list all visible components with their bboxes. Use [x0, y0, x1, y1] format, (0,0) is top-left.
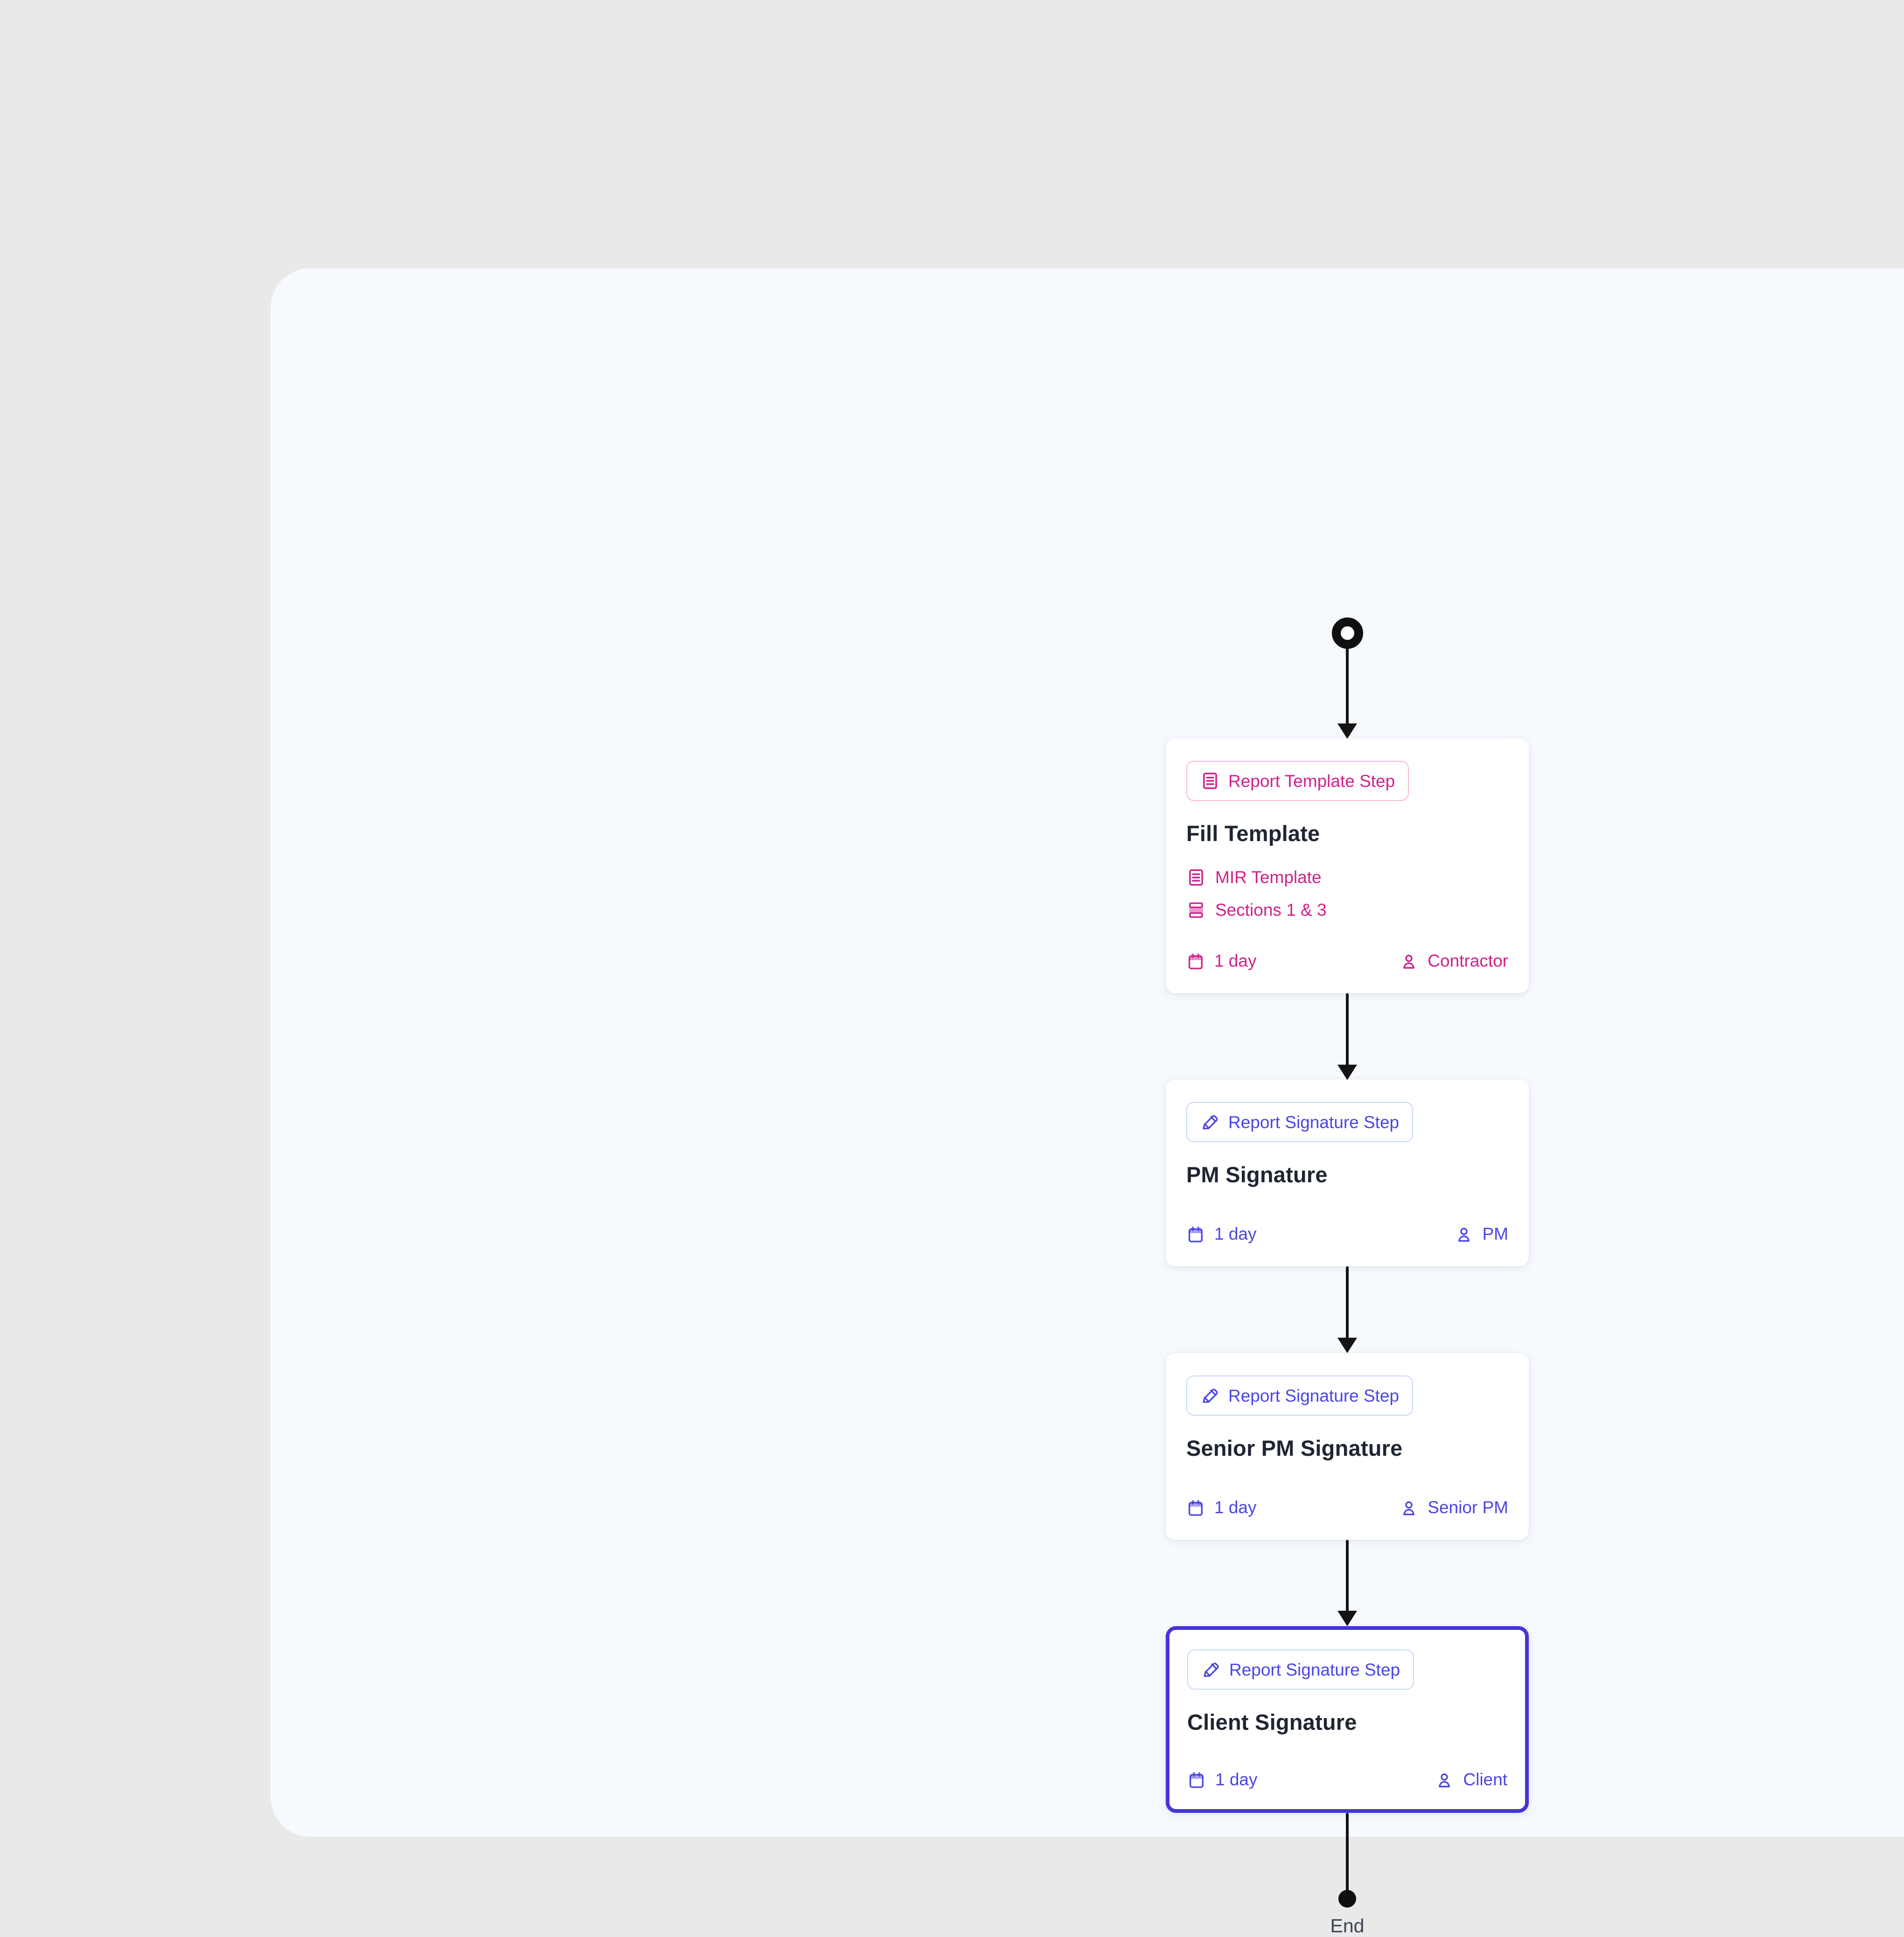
step-type-badge: Report Signature Step [1187, 1649, 1414, 1690]
step-title: Fill Template [1186, 821, 1320, 846]
arrowhead-icon [1337, 1611, 1357, 1626]
duration-meta: 1 day [1186, 1498, 1257, 1517]
step-card-client-signature[interactable]: Report Signature Step Client Signature 1… [1166, 1626, 1529, 1813]
calendar-icon [1190, 1772, 1204, 1788]
user-icon [1403, 1501, 1415, 1515]
step-meta-list: MIR Template Sections 1 & 3 [1186, 868, 1508, 920]
assignee-meta: Senior PM [1400, 1498, 1508, 1517]
duration-label: 1 day [1214, 1224, 1257, 1244]
duration-label: 1 day [1214, 951, 1257, 971]
assignee-label: PM [1482, 1224, 1509, 1244]
step-type-badge: Report Signature Step [1186, 1102, 1414, 1142]
sections-meta-label: Sections 1 & 3 [1215, 900, 1327, 919]
edge-pm-signature-to-senior-pm [1346, 1266, 1349, 1339]
flow-layer: Report Template Step Fill Template MIR T… [271, 268, 1904, 1937]
step-card-senior-pm-signature[interactable]: Report Signature Step Senior PM Signatur… [1166, 1353, 1529, 1540]
duration-meta: 1 day [1187, 1770, 1258, 1790]
edge-fill-template-to-pm-signature [1346, 993, 1349, 1066]
calendar-icon [1189, 1500, 1203, 1516]
step-type-label: Report Signature Step [1228, 1112, 1400, 1132]
edge-start-to-fill-template [1346, 647, 1349, 725]
sections-meta: Sections 1 & 3 [1186, 900, 1508, 920]
step-type-label: Report Signature Step [1228, 1386, 1400, 1405]
workflow-editor-screen: { "theme": { "outer_background": "#e9e9e… [271, 268, 1904, 1937]
user-icon [1439, 1773, 1450, 1787]
arrowhead-icon [1337, 723, 1357, 739]
assignee-label: Senior PM [1428, 1498, 1508, 1517]
template-meta: MIR Template [1186, 868, 1508, 887]
end-node-icon [1338, 1890, 1356, 1908]
step-title: PM Signature [1186, 1162, 1328, 1187]
step-footer: 1 day Senior PM [1186, 1480, 1508, 1517]
user-icon [1458, 1228, 1470, 1242]
arrowhead-icon [1337, 1065, 1357, 1080]
start-node-icon [1332, 618, 1363, 649]
calendar-icon [1189, 1226, 1203, 1242]
edge-client-signature-to-end [1346, 1813, 1349, 1893]
step-type-label: Report Signature Step [1229, 1660, 1400, 1679]
calendar-icon [1189, 953, 1203, 969]
template-meta-label: MIR Template [1215, 867, 1322, 887]
assignee-label: Client [1463, 1770, 1507, 1790]
signature-pen-icon [1204, 1663, 1219, 1677]
step-footer: 1 day PM [1186, 1206, 1508, 1244]
edge-senior-pm-to-client-signature [1346, 1540, 1349, 1612]
template-document-icon [1189, 869, 1203, 886]
duration-meta: 1 day [1186, 1225, 1257, 1244]
workflow-canvas[interactable]: Report Template Step Fill Template MIR T… [271, 268, 1904, 1937]
duration-meta: 1 day [1186, 952, 1257, 971]
duration-label: 1 day [1215, 1770, 1258, 1790]
assignee-label: Contractor [1428, 951, 1508, 971]
signature-pen-icon [1203, 1115, 1218, 1130]
step-title: Senior PM Signature [1186, 1436, 1403, 1460]
arrowhead-icon [1337, 1338, 1357, 1353]
duration-label: 1 day [1214, 1498, 1257, 1517]
assignee-meta: Client [1435, 1770, 1507, 1790]
end-node-label: End [1330, 1915, 1365, 1937]
step-type-badge: Report Signature Step [1186, 1376, 1414, 1416]
step-card-fill-template[interactable]: Report Template Step Fill Template MIR T… [1166, 738, 1529, 993]
assignee-meta: Contractor [1400, 952, 1508, 971]
template-document-icon [1203, 772, 1217, 789]
step-footer: 1 day Client [1187, 1752, 1507, 1790]
step-card-pm-signature[interactable]: Report Signature Step PM Signature 1 day… [1166, 1080, 1529, 1266]
step-type-label: Report Template Step [1228, 771, 1395, 791]
step-footer: 1 day Contractor [1186, 933, 1508, 971]
signature-pen-icon [1203, 1389, 1218, 1403]
sections-icon [1189, 902, 1203, 918]
step-title: Client Signature [1187, 1710, 1357, 1734]
step-type-badge: Report Template Step [1186, 761, 1409, 801]
assignee-meta: PM [1455, 1224, 1509, 1244]
user-icon [1403, 954, 1415, 968]
